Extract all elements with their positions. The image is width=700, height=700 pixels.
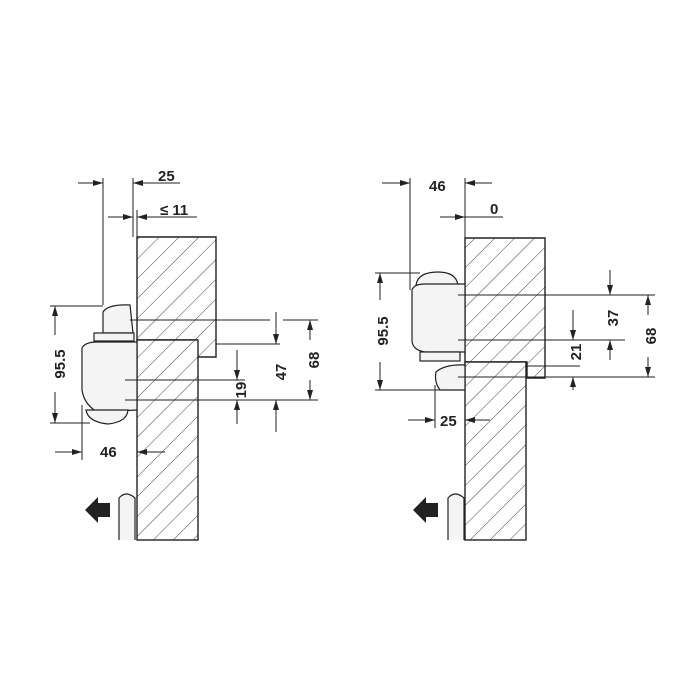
dim-95-5: 95.5 — [375, 316, 392, 345]
dim-68: 68 — [643, 328, 660, 345]
frame-section — [136, 236, 217, 358]
dim-0: 0 — [490, 201, 498, 218]
dim-19: 19 — [233, 382, 250, 399]
dim-46: 46 — [100, 444, 117, 461]
dim-95-5: 95.5 — [52, 349, 69, 378]
right-view: 46 0 95.5 25 21 37 68 — [375, 178, 660, 541]
direction-arrow-left-icon — [85, 497, 110, 523]
direction-arrow-left-icon — [413, 497, 438, 523]
hinge-icon — [411, 271, 466, 391]
dim-25: 25 — [440, 413, 457, 430]
door-stop — [447, 493, 465, 540]
dimension-lines — [375, 178, 655, 428]
dim-46: 46 — [429, 178, 446, 195]
dimension-lines — [50, 178, 318, 460]
left-view: 25 ≤ 11 95.5 46 19 47 68 — [50, 168, 323, 541]
door-section — [136, 339, 199, 541]
dim-47: 47 — [273, 364, 290, 381]
dim-37: 37 — [605, 310, 622, 327]
hinge-icon — [81, 304, 138, 425]
door-stop — [118, 493, 136, 540]
dim-21: 21 — [568, 344, 585, 361]
door-section — [464, 361, 527, 541]
frame-section — [464, 237, 546, 379]
dim-25: 25 — [158, 168, 175, 185]
dim-68: 68 — [306, 352, 323, 369]
dim-gap: ≤ 11 — [160, 202, 188, 219]
